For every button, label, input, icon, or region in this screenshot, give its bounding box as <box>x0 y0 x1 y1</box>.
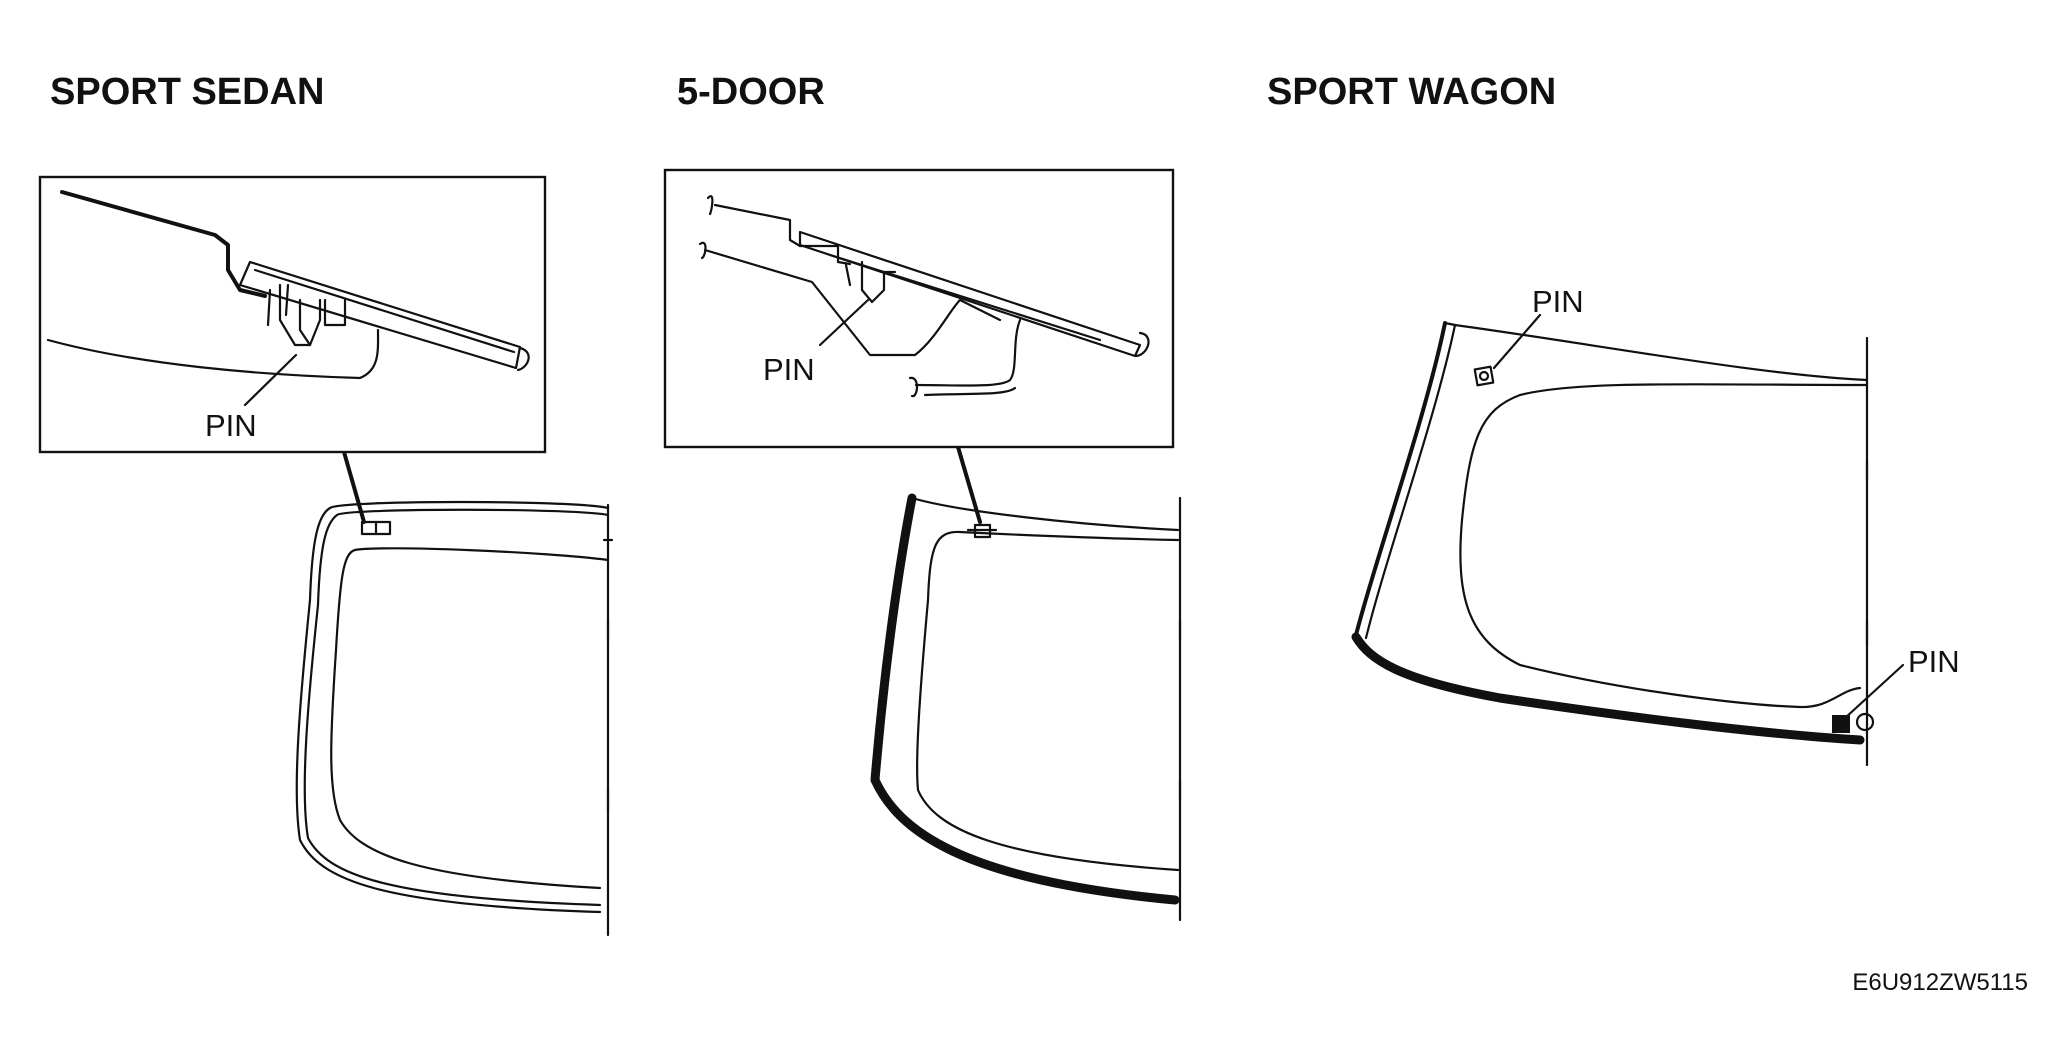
five-door-title: 5-DOOR <box>677 71 825 113</box>
wagon-windshield <box>1351 313 1905 767</box>
figure-code: E6U912ZW5115 <box>1852 969 2028 996</box>
five-door-windshield <box>870 445 1182 922</box>
five-door-detail-inset <box>663 168 1175 449</box>
five-door-pin-label: PIN <box>763 352 815 387</box>
sport-wagon-title: SPORT WAGON <box>1267 71 1556 113</box>
sedan-windshield <box>295 450 614 937</box>
wagon-upper-pin-label: PIN <box>1532 284 1584 319</box>
sedan-detail-inset <box>38 175 547 454</box>
sport-sedan-title: SPORT SEDAN <box>50 71 324 113</box>
sport-sedan-panel: SPORT SEDAN <box>38 71 614 937</box>
wagon-lower-pin-label: PIN <box>1908 644 1960 679</box>
five-door-panel: 5-DOOR <box>663 71 1182 922</box>
sedan-pin-label: PIN <box>205 408 257 443</box>
sport-wagon-panel: SPORT WAGON PIN PIN <box>1267 71 1960 767</box>
